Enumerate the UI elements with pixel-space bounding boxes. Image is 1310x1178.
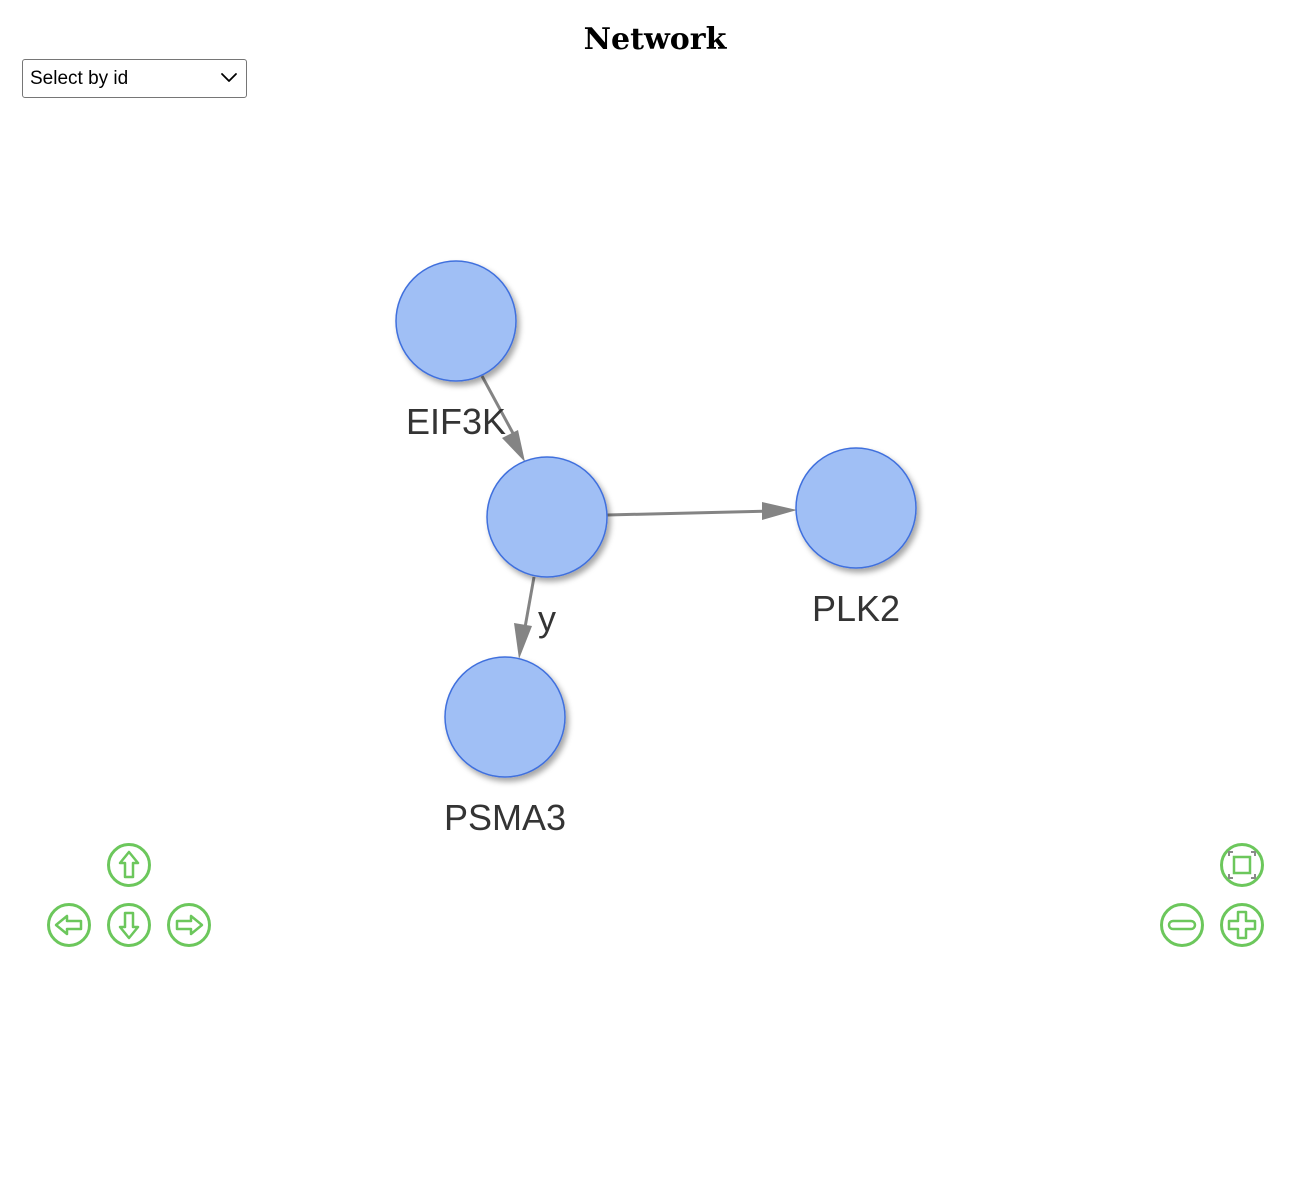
node-plk2[interactable]: PLK2 [795, 447, 917, 629]
pan-up-button[interactable] [106, 842, 152, 888]
edge-arrowhead [762, 502, 797, 520]
zoom-out-button[interactable] [1159, 902, 1205, 948]
arrow-right-icon [175, 914, 204, 936]
edge-line [480, 375, 517, 438]
edge-label-y: y [538, 598, 556, 639]
arrow-down-icon [118, 911, 140, 940]
zoom-in-button[interactable] [1219, 902, 1265, 948]
button-ring [167, 903, 211, 947]
button-ring [107, 903, 151, 947]
node-label-psma3: PSMA3 [444, 797, 566, 838]
button-ring [1220, 843, 1264, 887]
zoom-fit-button[interactable] [1219, 842, 1265, 888]
arrow-left-icon [54, 914, 83, 936]
button-ring [1220, 903, 1264, 947]
edge-center-to-plk2[interactable] [606, 502, 797, 520]
fit-to-screen-icon [1228, 851, 1256, 879]
select-by-id-dropdown[interactable]: Select by id [22, 59, 247, 98]
node-psma3[interactable]: PSMA3 [444, 656, 566, 838]
edge-line [606, 509, 773, 517]
pan-left-button[interactable] [46, 902, 92, 948]
edge-eif3k-to-center[interactable] [480, 375, 525, 462]
plus-icon [1227, 910, 1257, 940]
node-eif3k[interactable]: EIF3K [395, 260, 517, 442]
edge-center-to-psma3[interactable]: y [514, 576, 556, 659]
pan-right-button[interactable] [166, 902, 212, 948]
chevron-down-icon [221, 73, 237, 82]
pan-down-button[interactable] [106, 902, 152, 948]
node-center[interactable] [486, 456, 608, 578]
edge-arrowhead [502, 430, 525, 462]
node-label-plk2: PLK2 [812, 588, 900, 629]
select-by-id-label: Select by id [30, 68, 129, 89]
page-title: Network [583, 22, 727, 57]
node-circle [444, 656, 566, 778]
node-circle [486, 456, 608, 578]
node-label-eif3k: EIF3K [406, 401, 506, 442]
node-circle [795, 447, 917, 569]
edge-line [522, 576, 536, 634]
button-ring [47, 903, 91, 947]
button-ring [107, 843, 151, 887]
node-circle [395, 260, 517, 382]
button-ring [1160, 903, 1204, 947]
arrow-up-icon [118, 850, 140, 879]
edge-arrowhead [514, 623, 532, 659]
minus-icon [1167, 919, 1197, 931]
